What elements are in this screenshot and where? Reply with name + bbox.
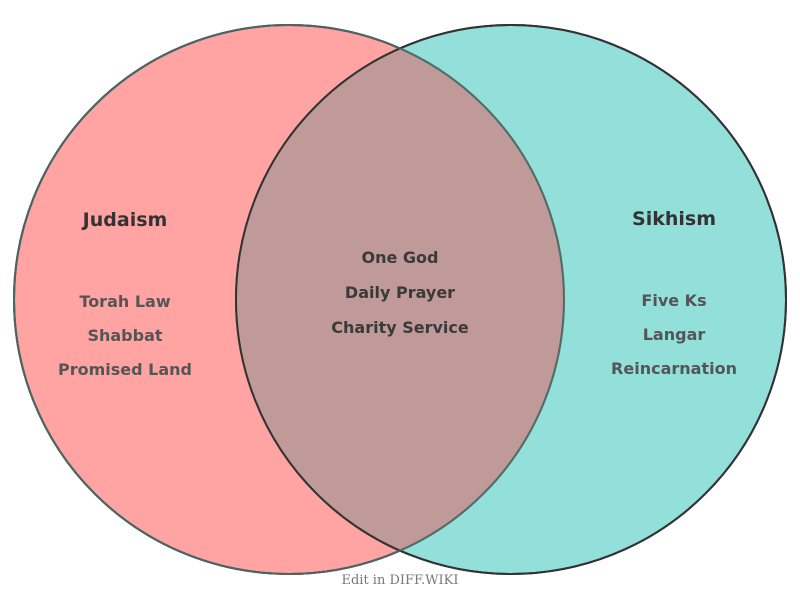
left-item: Promised Land <box>58 360 192 379</box>
right-set-title: Sikhism <box>632 208 716 230</box>
intersection-region[interactable] <box>236 25 786 574</box>
left-set-title: Judaism <box>82 209 168 231</box>
right-item: Five Ks <box>641 291 707 310</box>
shared-item: Daily Prayer <box>344 283 456 302</box>
shared-item: One God <box>361 248 439 267</box>
right-item: Reincarnation <box>611 359 737 378</box>
right-circle-outline <box>235 24 787 575</box>
edit-link[interactable]: Edit in DIFF.WIKI <box>341 573 459 588</box>
left-item: Torah Law <box>79 292 171 311</box>
right-item: Langar <box>642 325 706 344</box>
shared-item: Charity Service <box>331 318 469 337</box>
left-item: Shabbat <box>87 326 163 345</box>
left-circle-outline-overlay <box>13 24 565 575</box>
